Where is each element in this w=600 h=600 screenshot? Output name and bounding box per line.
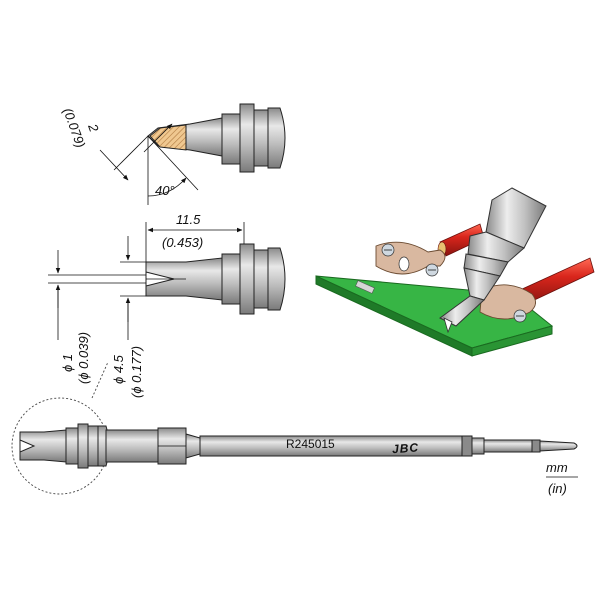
tip-angle-dimension: 40° <box>147 135 199 205</box>
overall-length-in: (0.453) <box>162 235 203 250</box>
tip-length-in: (0.079) <box>60 106 88 150</box>
tip-top-view <box>145 243 286 315</box>
outer-diameter-in: (ϕ 0.177) <box>129 346 144 398</box>
brand-logo: JBC <box>392 440 420 456</box>
overall-length-mm: 11.5 <box>176 212 201 227</box>
overall-length-dimension: 11.5 (0.453) <box>145 212 245 262</box>
tip-side-view <box>147 103 286 173</box>
tip-angle: 40° <box>155 183 175 198</box>
slot-diameter-in: (ϕ 0.039) <box>76 332 91 384</box>
part-number: R245015 <box>286 437 335 451</box>
unit-mm: mm <box>546 460 568 475</box>
slot-diameter-mm: ϕ 1 <box>60 354 75 372</box>
diameter-dimensions: ϕ 1 (ϕ 0.039) ϕ 4.5 (ϕ 0.177) <box>48 236 146 398</box>
tip-length-mm: 2 <box>85 121 102 135</box>
cartridge-full-view: R245015 JBC <box>11 361 578 495</box>
unit-legend: mm (in) <box>546 460 578 496</box>
application-illustration <box>315 187 595 357</box>
unit-in: (in) <box>548 481 567 496</box>
outer-diameter-mm: ϕ 4.5 <box>111 354 126 384</box>
